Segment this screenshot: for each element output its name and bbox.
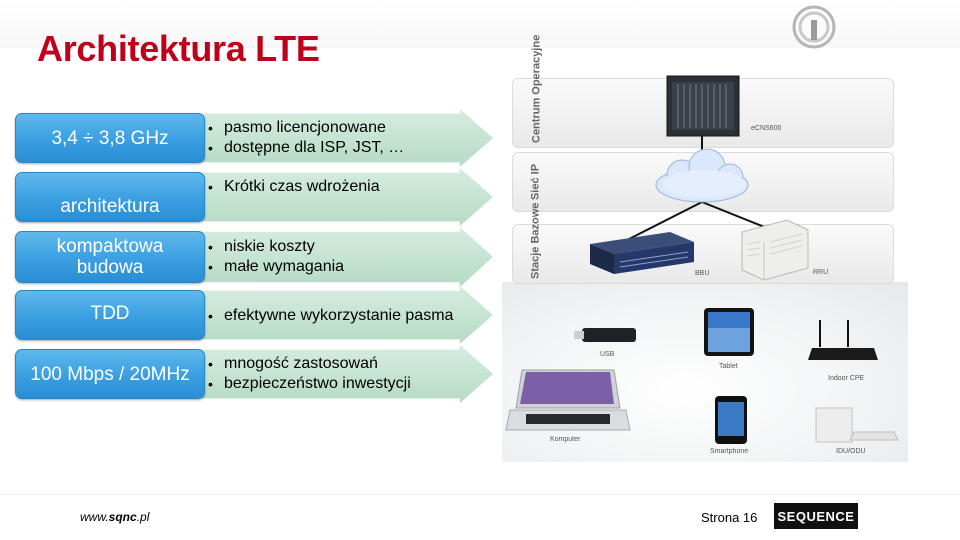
footer-url[interactable]: www.sqnc.pl — [80, 510, 149, 524]
idu-odu-icon — [815, 407, 899, 443]
rru-unit-icon — [741, 219, 809, 281]
bbu-unit-icon — [590, 232, 694, 274]
bullet-list: niskie koszty małe wymagania — [208, 231, 344, 283]
usb-label: USB — [600, 351, 615, 358]
bullet-list: Krótki czas wdrożenia — [208, 172, 380, 222]
tablet-label: Tablet — [719, 363, 738, 370]
bullet-list: pasmo licencjonowane dostępne dla ISP, J… — [208, 113, 404, 163]
bullet-item: bezpieczeństwo inwestycji — [208, 374, 411, 394]
panel-base-stations: Stacje Bazowe — [512, 203, 894, 284]
category-box: 100 Mbps / 20MHz — [15, 349, 205, 399]
feature-row-tdd: TDD efektywne wykorzystanie pasma — [15, 286, 495, 344]
cpe-label: Indoor CPE — [828, 375, 865, 382]
url-domain: sqnc — [108, 510, 137, 524]
slide-title: Architektura LTE — [37, 28, 320, 69]
bullet-item: dostępne dla ISP, JST, … — [208, 138, 404, 158]
category-box: 3,4 ÷ 3,8 GHz — [15, 113, 205, 163]
footer-divider — [0, 494, 960, 495]
usb-modem-icon — [574, 328, 636, 342]
idu-label: IDU/ODU — [836, 448, 866, 455]
laptop-label: Komputer — [550, 436, 581, 443]
core-label: eCNS600 — [751, 125, 782, 132]
bullet-item: małe wymagania — [208, 257, 344, 277]
bullet-list: efektywne wykorzystanie pasma — [208, 290, 453, 340]
laptop-icon — [505, 369, 631, 431]
phone-label: Smartphone — [710, 448, 749, 455]
category-box: TDD — [15, 290, 205, 340]
bullet-list: mnogość zastosowań bezpieczeństwo inwest… — [208, 349, 411, 399]
bullet-item: efektywne wykorzystanie pasma — [208, 306, 453, 326]
category-box: architektura — [15, 172, 205, 222]
lte-network-diagram: Centrum Operacyjne Sieć IP Stacje Bazowe — [502, 35, 908, 462]
core-server-icon — [666, 75, 740, 137]
brand-text: SEQUENCE — [777, 508, 855, 524]
bullet-item: Krótki czas wdrożenia — [208, 177, 380, 197]
feature-row-throughput: 100 Mbps / 20MHz mnogość zastosowań bezp… — [15, 345, 495, 403]
sequence-logo-icon — [792, 5, 836, 49]
url-prefix: www. — [80, 510, 109, 524]
sequence-brand-logo: SEQUENCE — [774, 503, 858, 529]
indoor-cpe-icon — [808, 320, 878, 360]
link-cloud-bbu — [626, 201, 703, 241]
feature-row-architecture: architektura Krótki czas wdrożenia — [15, 168, 495, 226]
tablet-icon — [704, 308, 754, 356]
feature-row-frequency: 3,4 ÷ 3,8 GHz pasmo licencjonowane dostę… — [15, 109, 495, 167]
bullet-item: pasmo licencjonowane — [208, 118, 404, 138]
ip-cloud-icon — [655, 148, 749, 203]
category-box: kompaktowa budowa — [15, 231, 205, 283]
smartphone-icon — [715, 396, 747, 444]
bullet-item: niskie koszty — [208, 237, 344, 257]
rru-label: RRU — [813, 269, 829, 276]
diagram-graphics — [505, 75, 899, 444]
bbu-label: BBU — [695, 270, 710, 277]
feature-row-compact: kompaktowa budowa niskie koszty małe wym… — [15, 227, 495, 287]
page-number: Strona 16 — [701, 510, 758, 525]
url-suffix: .pl — [136, 510, 150, 524]
bullet-item: mnogość zastosowań — [208, 354, 411, 374]
